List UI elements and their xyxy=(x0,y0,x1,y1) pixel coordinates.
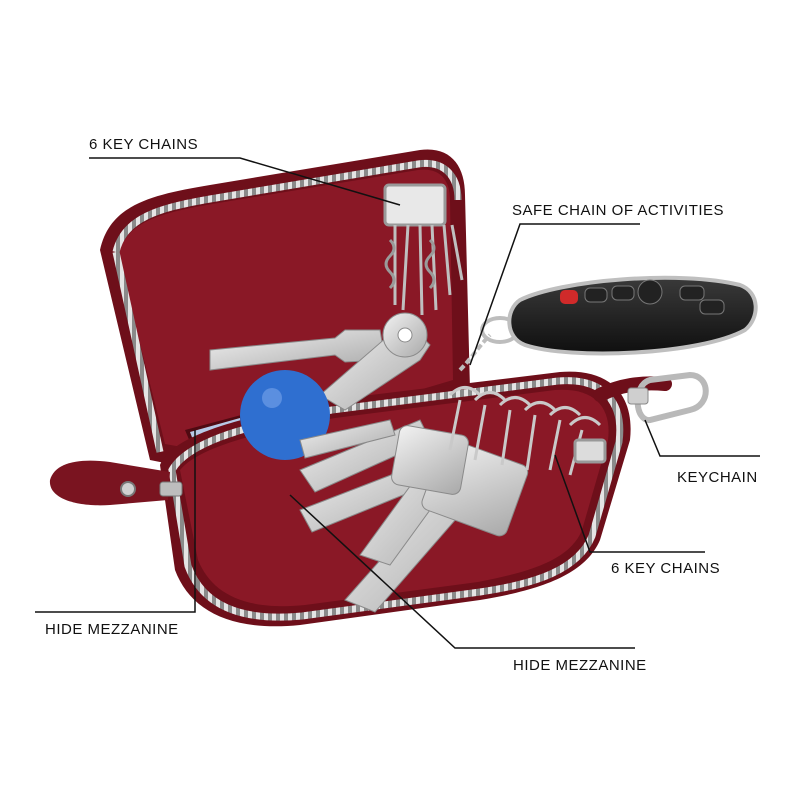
blue-key-head xyxy=(240,370,396,460)
zipper-pull-tab xyxy=(49,460,183,506)
callout-hide-mezzanine-bottom: HIDE MEZZANINE xyxy=(513,657,647,674)
callout-keychain: KEYCHAIN xyxy=(677,469,758,486)
callout-leader-lines xyxy=(35,157,760,649)
key-chain-hooks-top xyxy=(383,183,464,316)
keys xyxy=(209,312,529,613)
carabiner-keychain xyxy=(593,371,709,423)
callout-6-key-chains-bottom: 6 KEY CHAINS xyxy=(611,560,721,577)
safe-chain-and-car-remote xyxy=(458,275,758,372)
callout-6-key-chains-top: 6 KEY CHAINS xyxy=(89,136,199,153)
callout-hide-mezzanine-left: HIDE MEZZANINE xyxy=(45,621,179,638)
key-chain-hooks-bottom xyxy=(448,386,607,476)
callout-safe-chain-of-activities: SAFE CHAIN OF ACTIVITIES xyxy=(512,202,725,219)
